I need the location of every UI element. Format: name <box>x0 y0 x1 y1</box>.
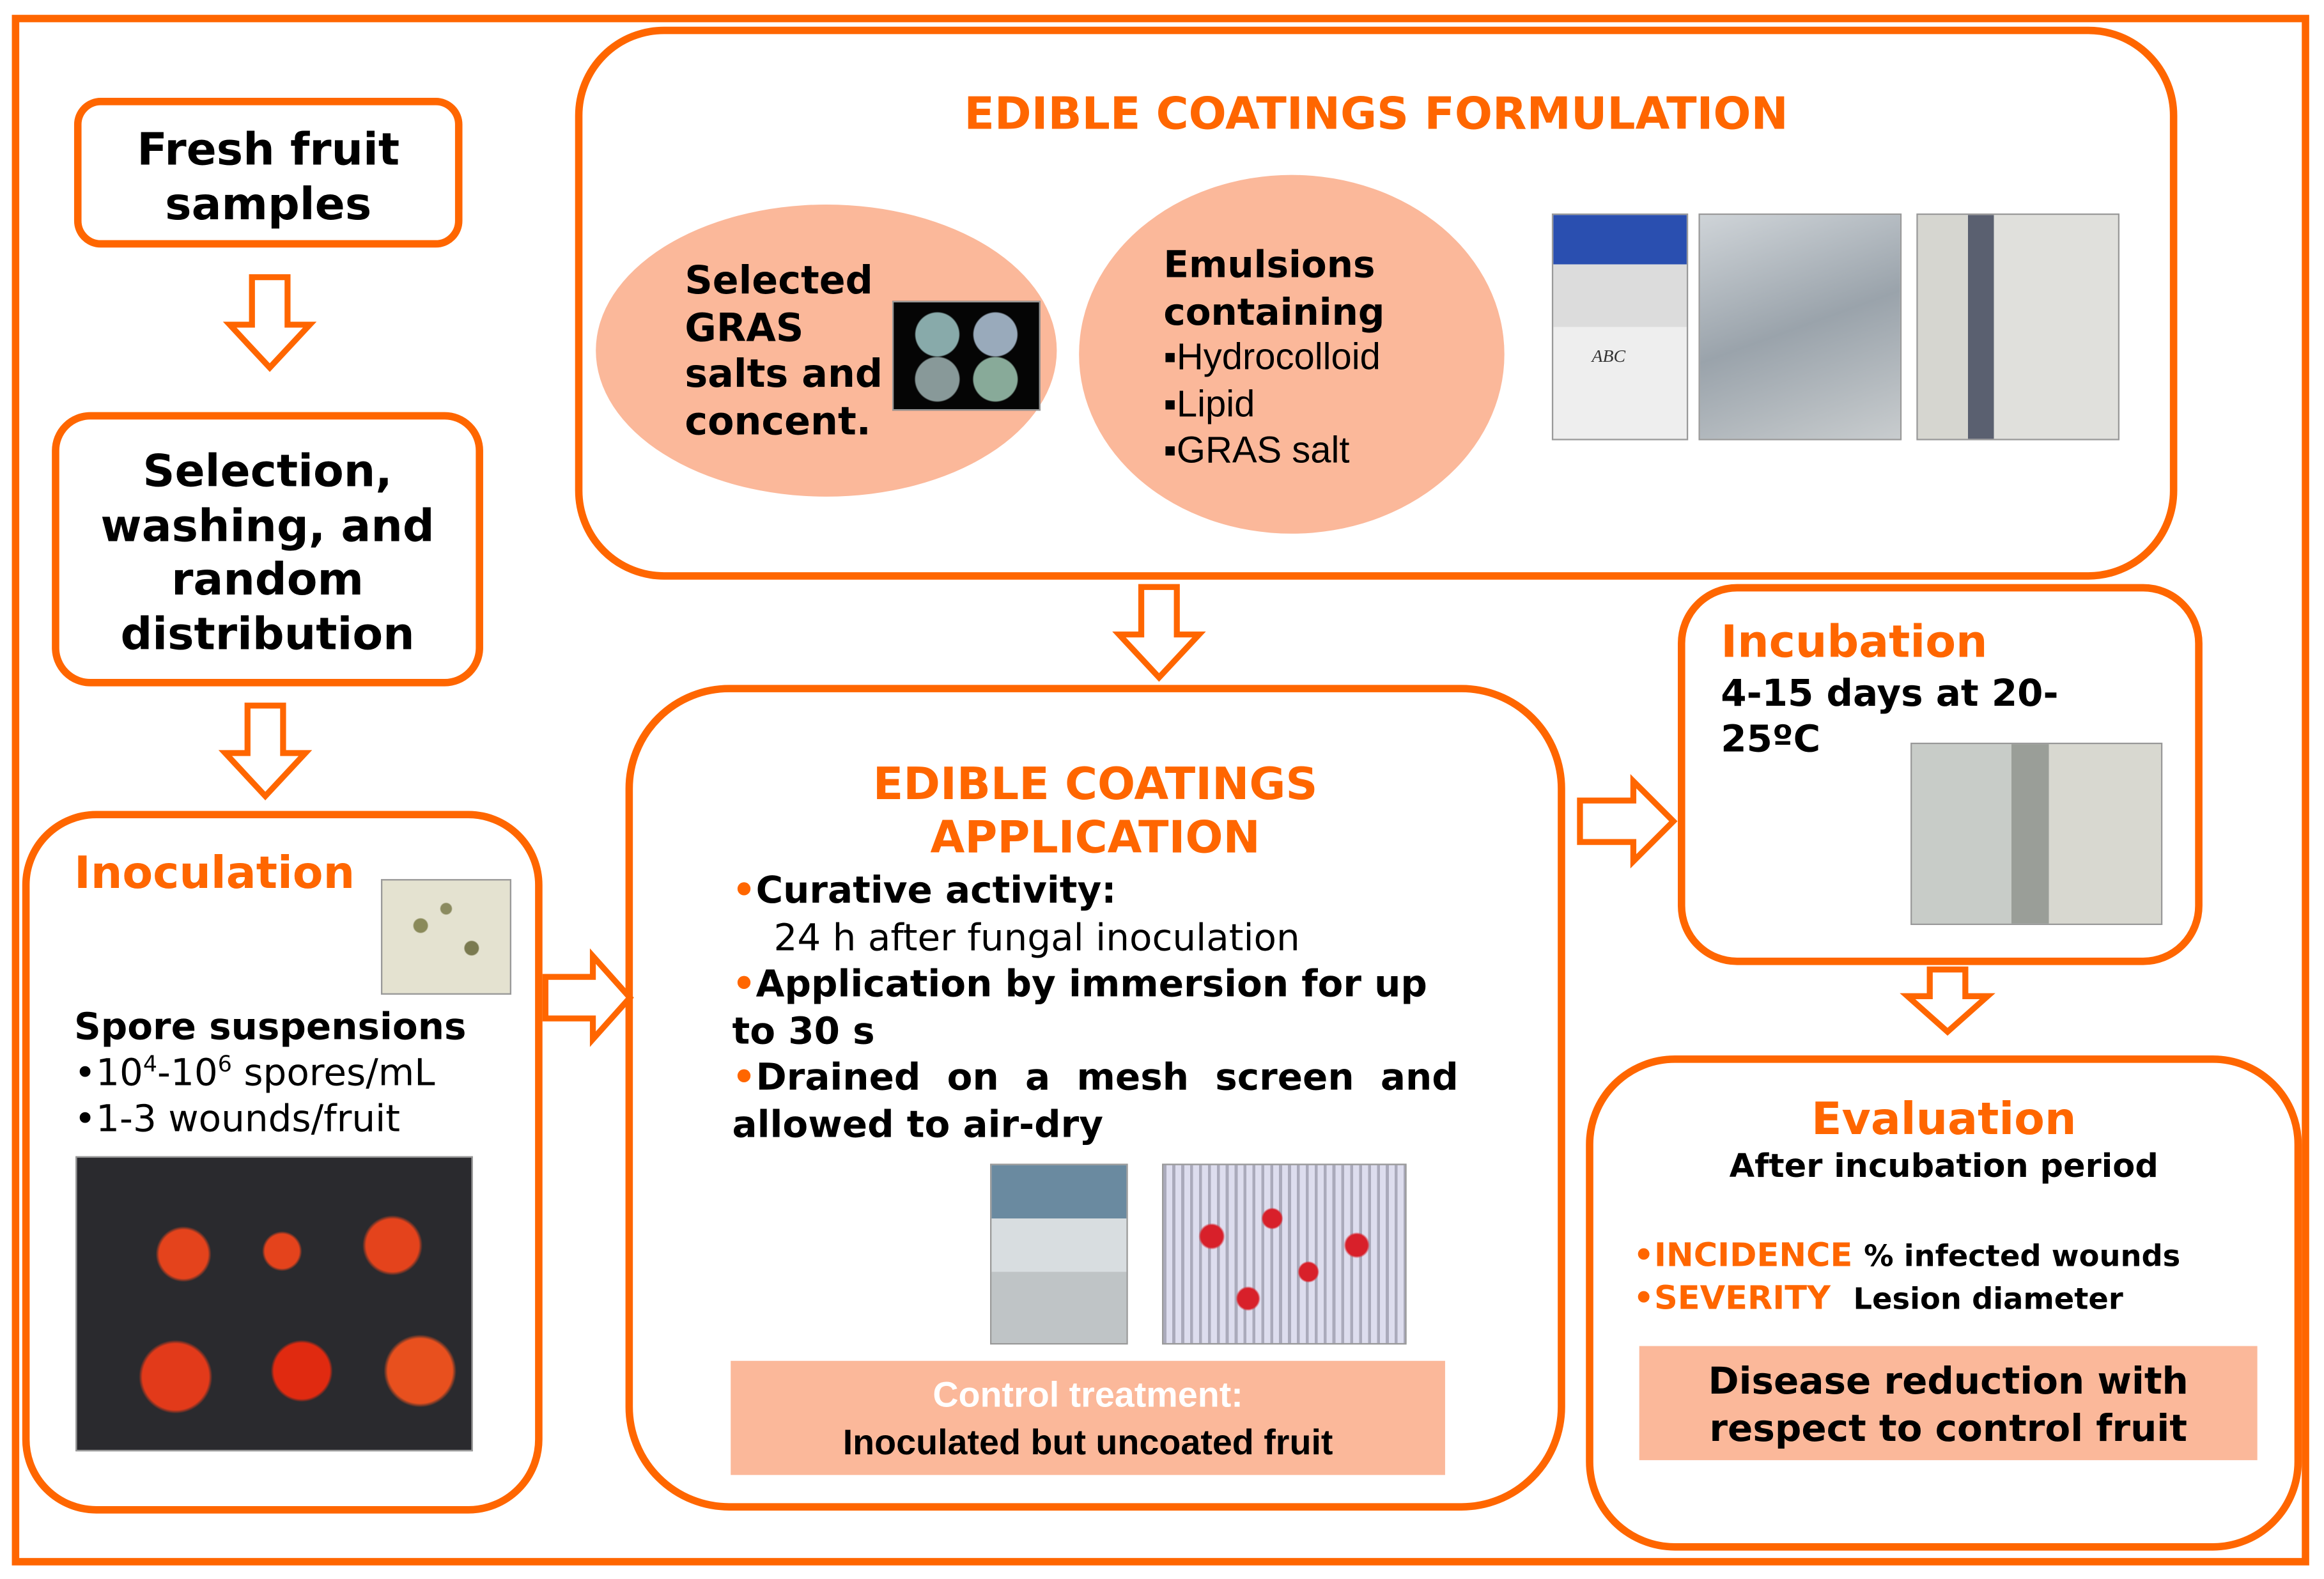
bullet: • <box>732 961 756 1006</box>
emulsions-ellipse <box>1079 175 1505 534</box>
arrow-down-icon <box>1900 966 1995 1036</box>
incidence-text: % infected wounds <box>1864 1238 2181 1273</box>
evaluation-title: Evaluation <box>1811 1094 2077 1146</box>
emulsion-item-gras-salt: ▪GRAS salt <box>1163 430 1350 472</box>
application-title-line2: APPLICATION <box>930 812 1260 864</box>
arrow-down-icon <box>218 703 313 801</box>
gras-line: concent. <box>685 399 871 444</box>
fresh-fruit-line2: samples <box>165 179 372 231</box>
concentration-text: •10 <box>74 1051 143 1094</box>
drain-step: Drained on a mesh screen and allowed to … <box>732 1055 1459 1146</box>
disease-reduction-box: Disease reduction with respect to contro… <box>1639 1346 2258 1461</box>
gras-line: salts and <box>685 352 883 398</box>
formulation-title: EDIBLE COATINGS FORMULATION <box>964 89 1788 141</box>
homogenizer-photo <box>1916 213 2120 440</box>
gras-line: GRAS <box>685 306 804 351</box>
emulsion-item-hydrocolloid: ▪Hydrocolloid <box>1163 336 1381 378</box>
control-treatment-box: Control treatment: Inoculated but uncoat… <box>731 1360 1445 1475</box>
disease-reduction-text: Disease reduction with respect to contro… <box>1708 1359 2188 1450</box>
bottle-photo: ABC <box>1551 213 1689 440</box>
selection-line: distribution <box>120 608 415 661</box>
emulsions-text: Emulsions containing ▪Hydrocolloid ▪Lipi… <box>1163 242 1384 475</box>
application-title-line1: EDIBLE COATINGS <box>872 759 1318 811</box>
immersion-photo <box>990 1163 1128 1345</box>
severity-text: Lesion diameter <box>1853 1280 2123 1317</box>
incidence-label: INCIDENCE <box>1654 1238 1853 1275</box>
inoculation-subtitle: Spore suspensions <box>74 1005 467 1048</box>
bullet: • <box>732 1055 756 1099</box>
fresh-fruit-box: Fresh fruit samples <box>74 98 463 248</box>
tomato-inoculation-photo <box>75 1156 473 1452</box>
exponent: 6 <box>217 1050 232 1078</box>
concentration-text: -10 <box>157 1051 218 1094</box>
selection-line: Selection, <box>143 446 392 499</box>
severity-label: SEVERITY <box>1654 1280 1831 1318</box>
arrow-right-icon <box>542 948 634 1047</box>
incubation-text: 4-15 days at 20-25ºC <box>1721 671 2059 761</box>
emulsion-item-lipid: ▪Lipid <box>1163 383 1255 425</box>
emulsions-title: containing <box>1163 290 1385 333</box>
control-treatment-title: Control treatment: <box>933 1375 1243 1416</box>
arrow-down-icon <box>1112 584 1206 682</box>
bullet: • <box>1633 1280 1655 1318</box>
evaluation-box <box>1586 1055 2302 1551</box>
inoculation-bullet-wounds: •1-3 wounds/fruit <box>74 1096 400 1140</box>
exponent: 4 <box>143 1050 158 1078</box>
bullet: • <box>732 868 756 912</box>
arrow-right-icon <box>1577 774 1678 869</box>
gras-line: Selected <box>685 259 873 304</box>
immersion-step: Application by immersion for up to 30 s <box>732 961 1427 1052</box>
incubation-chamber-photo <box>1910 742 2163 925</box>
evaluation-metrics: •INCIDENCE % infected wounds •SEVERITY L… <box>1633 1235 2180 1321</box>
evaluation-subtitle: After incubation period <box>1729 1149 2158 1186</box>
bottle-label: ABC <box>1592 345 1626 366</box>
inoculation-bullet-concentration: •104-106 spores/mL <box>74 1051 435 1094</box>
application-bullets: •Curative activity: 24 h after fungal in… <box>732 867 1459 1147</box>
mesh-drying-photo <box>1162 1163 1407 1345</box>
fresh-fruit-line1: Fresh fruit <box>137 124 400 176</box>
selection-box: Selection, washing, and random distribut… <box>52 412 483 687</box>
petri-dishes-photo <box>892 300 1041 411</box>
gras-salts-text: Selected GRAS salts and concent. <box>685 260 883 446</box>
concentration-unit: spores/mL <box>231 1051 435 1094</box>
application-title: EDIBLE COATINGS APPLICATION <box>626 759 1565 866</box>
selection-line: random <box>171 554 364 607</box>
curative-activity-detail: 24 h after fungal inoculation <box>773 915 1300 959</box>
curative-activity-label: Curative activity: <box>755 868 1117 912</box>
arrow-down-icon <box>222 274 317 372</box>
inoculation-title: Inoculation <box>74 848 355 900</box>
selection-line: washing, and <box>100 500 435 552</box>
bullet: • <box>1633 1238 1655 1275</box>
emulsions-title: Emulsions <box>1163 243 1375 286</box>
incubation-title: Incubation <box>1721 616 1988 669</box>
spores-microscope-photo <box>380 879 512 995</box>
lab-glassware-photo <box>1698 213 1902 440</box>
control-treatment-text: Inoculated but uncoated fruit <box>842 1423 1333 1463</box>
